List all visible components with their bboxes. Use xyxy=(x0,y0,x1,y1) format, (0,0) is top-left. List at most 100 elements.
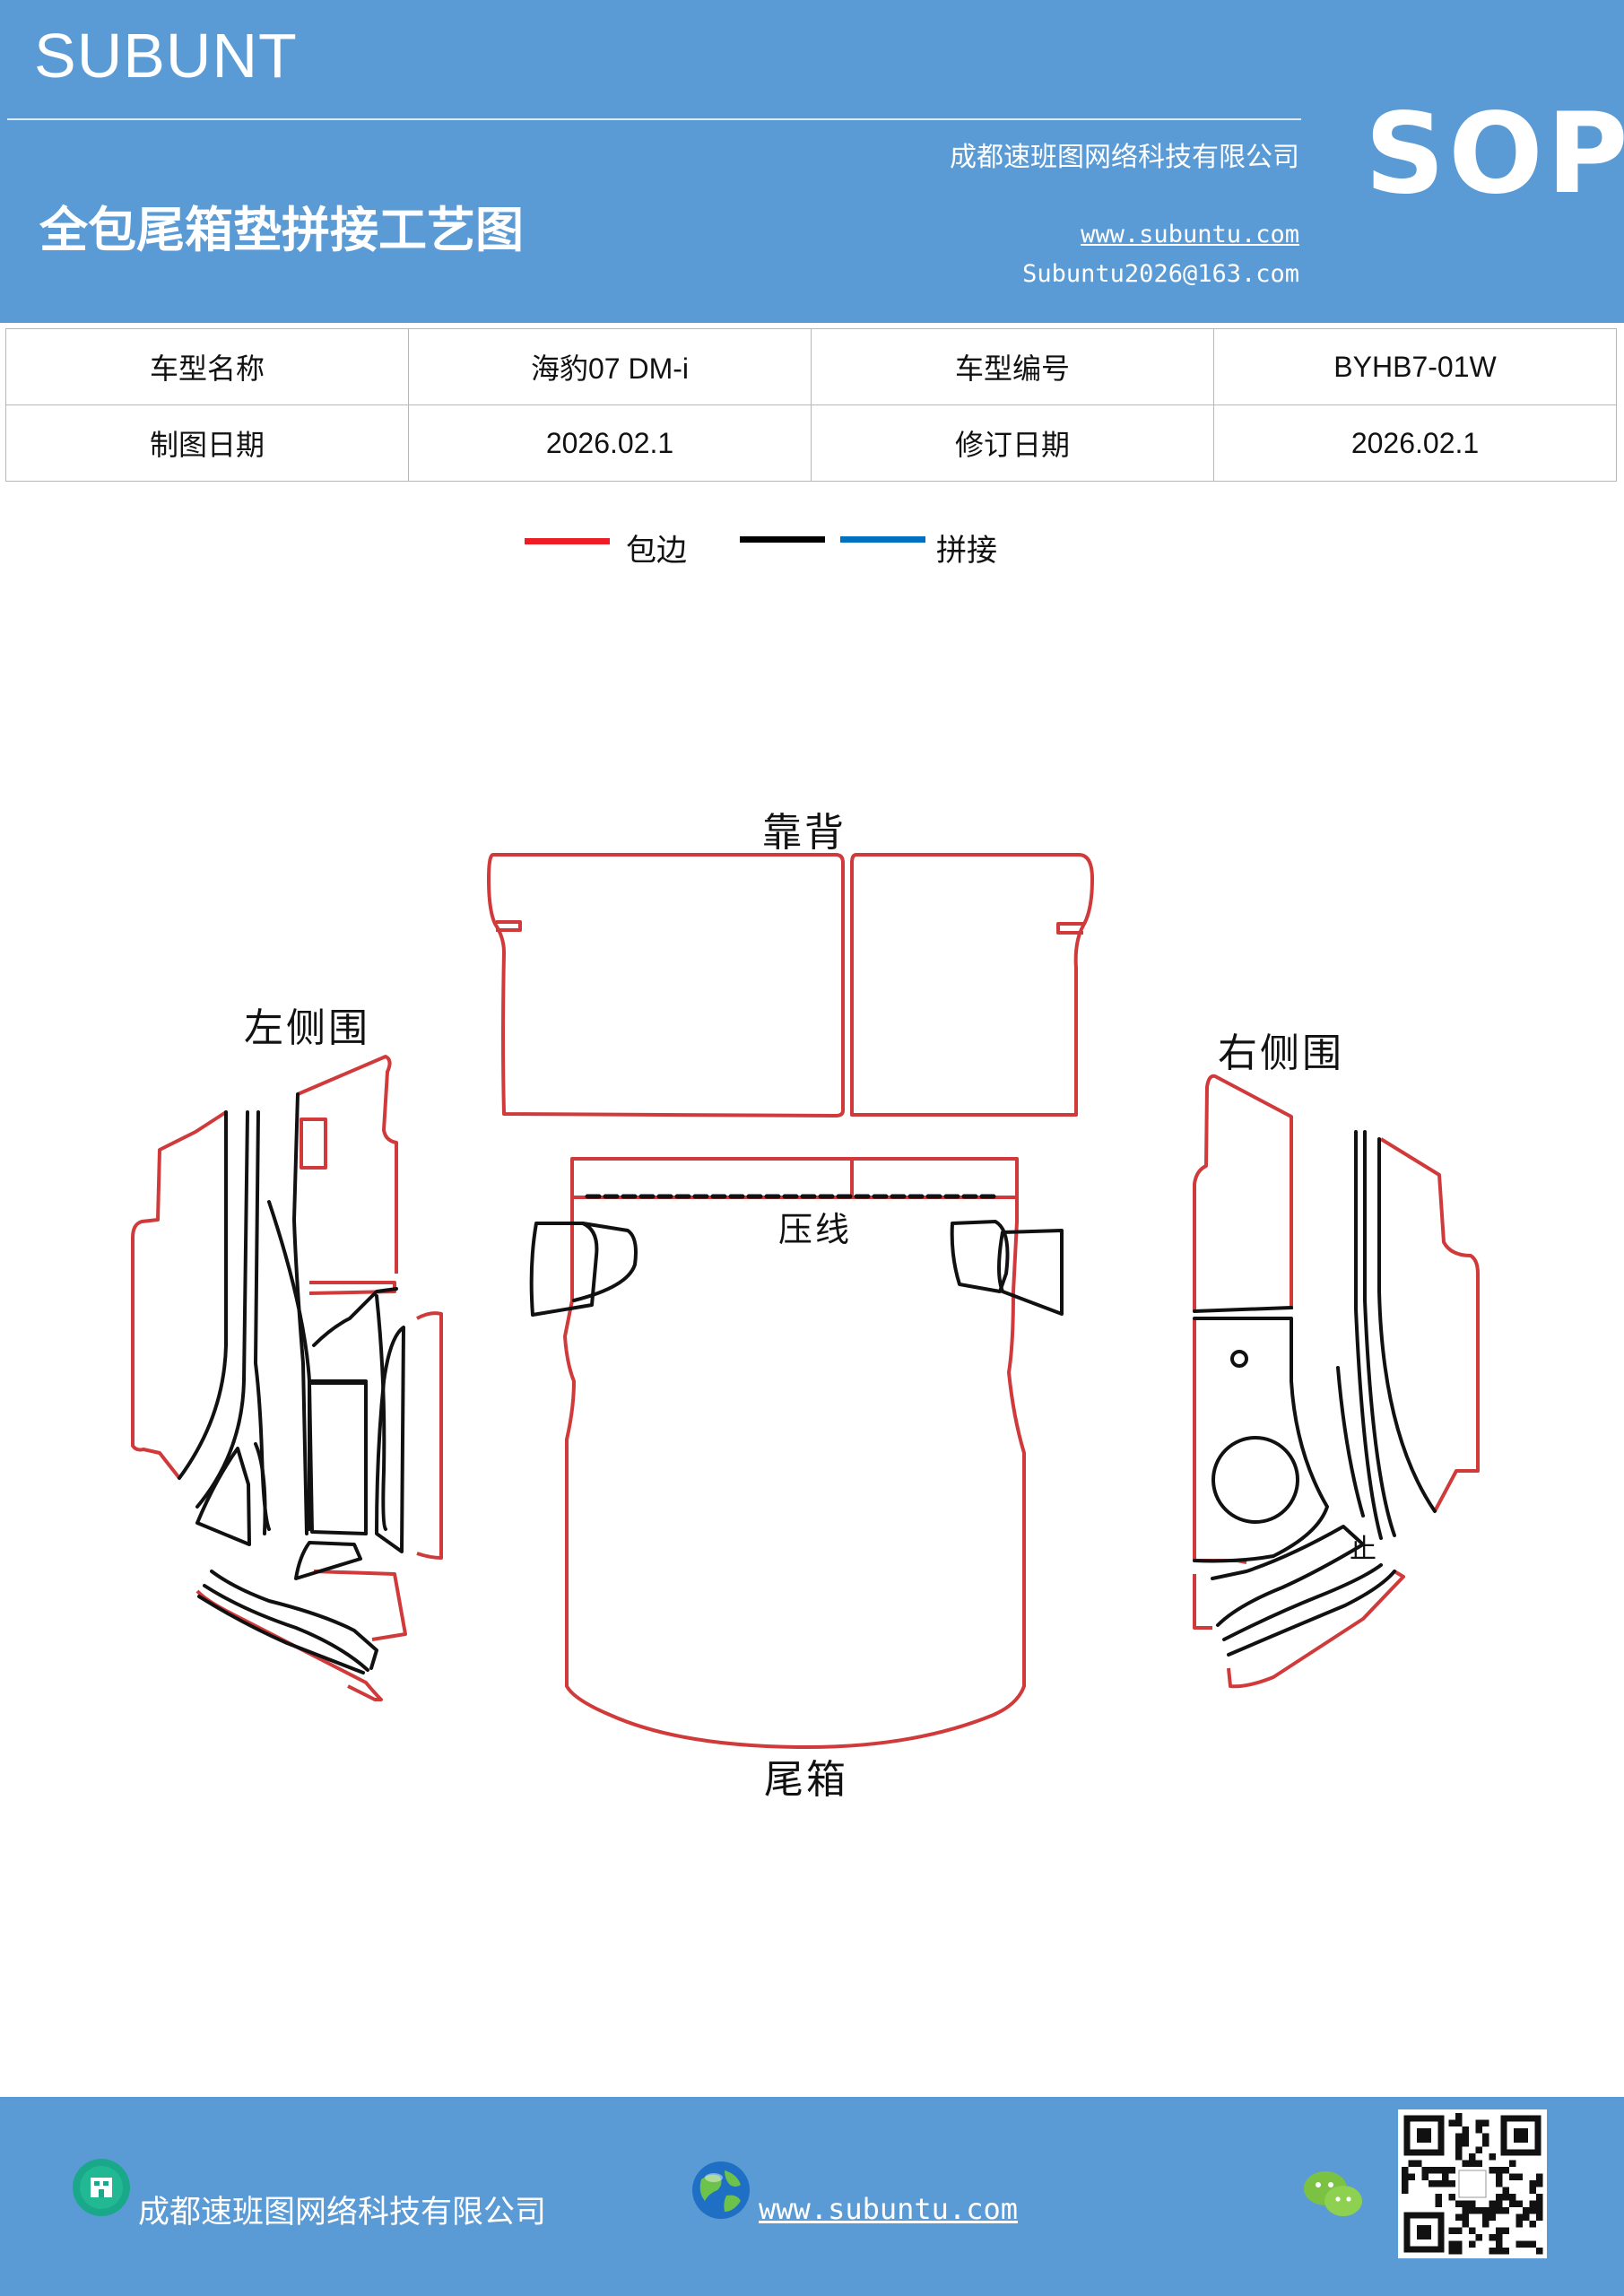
right-side-hole-small xyxy=(1230,1350,1248,1368)
left-side-divider-1 xyxy=(308,1379,368,1535)
left-side-inner-1 xyxy=(375,1294,387,1531)
qr-module xyxy=(1442,2167,1449,2174)
qr-module xyxy=(1469,2160,1476,2167)
right-side-mark: 止 xyxy=(1350,1534,1379,1565)
right-side-label: 右侧围 xyxy=(1218,1031,1344,1076)
trunk-right-flap-inner xyxy=(997,1229,1064,1316)
legend: 包边 拼接 xyxy=(0,511,1624,583)
qr-module xyxy=(1489,2200,1496,2207)
left-side-block xyxy=(308,1381,368,1535)
draw-date-value: 2026.02.1 xyxy=(408,404,812,482)
qr-module xyxy=(1496,2248,1503,2255)
left-side-divider-2 xyxy=(312,1287,398,1347)
qr-module xyxy=(1482,2221,1489,2228)
qr-module xyxy=(1515,2240,1523,2248)
globe-icon xyxy=(692,2161,750,2219)
qr-module xyxy=(1402,2173,1409,2180)
building-icon xyxy=(73,2159,130,2216)
qr-module xyxy=(1536,2194,1543,2201)
qr-module xyxy=(1421,2173,1429,2180)
model-code-label: 车型编号 xyxy=(811,328,1214,405)
qr-module xyxy=(1515,2173,1523,2180)
qr-module xyxy=(1469,2207,1476,2214)
backrest-label: 靠背 xyxy=(762,810,847,856)
qr-module xyxy=(1408,2160,1415,2167)
qr-module xyxy=(1489,2234,1496,2241)
qr-module xyxy=(1462,2126,1469,2134)
qr-code-icon[interactable] xyxy=(1398,2109,1547,2258)
qr-module xyxy=(1475,2234,1482,2241)
qr-module xyxy=(1502,2227,1509,2234)
trunk-left-flap xyxy=(529,1222,599,1317)
qr-module xyxy=(1448,2248,1455,2255)
qr-module xyxy=(1496,2200,1503,2207)
qr-module xyxy=(1415,2160,1422,2167)
qr-module xyxy=(1523,2240,1530,2248)
qr-module xyxy=(1462,2213,1469,2221)
qr-module xyxy=(1515,2200,1523,2207)
right-side-top-edge xyxy=(1193,1074,1293,1311)
page-title: 全包尾箱垫拼接工艺图 xyxy=(39,202,524,258)
qr-module xyxy=(1455,2213,1463,2221)
qr-module xyxy=(1502,2194,1509,2201)
table-row: 车型名称 海豹07 DM-i 车型编号 BYHB7-01W xyxy=(5,328,1617,405)
qr-module xyxy=(1455,2133,1463,2140)
qr-module xyxy=(1536,2207,1543,2214)
header-divider xyxy=(7,118,1301,120)
qr-module xyxy=(1475,2146,1482,2153)
brand-name: SUBUNT xyxy=(34,21,298,91)
model-code-value: BYHB7-01W xyxy=(1213,328,1617,405)
right-side-outer-edge xyxy=(1379,1137,1480,1512)
trunk-right-flap xyxy=(950,1220,1010,1293)
backrest-left-panel xyxy=(487,853,845,1118)
qr-module xyxy=(1455,2140,1463,2147)
qr-module xyxy=(1489,2167,1496,2174)
qr-module xyxy=(1462,2221,1469,2228)
qr-module xyxy=(1529,2221,1536,2228)
qr-module xyxy=(1502,2187,1509,2194)
draw-date-label: 制图日期 xyxy=(5,404,409,482)
left-side-notch xyxy=(254,1442,267,1535)
left-side-column-edge xyxy=(416,1311,443,1560)
left-side-lower-arc-2 xyxy=(203,1584,369,1672)
qr-module xyxy=(1435,2167,1442,2174)
left-side-window-edge xyxy=(300,1118,327,1170)
right-side-lower-arc-2 xyxy=(1222,1563,1383,1641)
qr-module xyxy=(1462,2200,1469,2207)
qr-module xyxy=(1509,2160,1516,2167)
right-side-bottom-strip-edge xyxy=(1227,1570,1405,1689)
wechat-icon[interactable] xyxy=(1302,2167,1365,2221)
qr-module xyxy=(1435,2180,1442,2187)
footer-website-link[interactable]: www.subuntu.com xyxy=(759,2192,1018,2226)
qr-module xyxy=(1402,2180,1409,2187)
qr-module xyxy=(1496,2240,1503,2248)
left-side-label: 左侧围 xyxy=(244,1005,370,1051)
qr-module xyxy=(1435,2200,1442,2207)
qr-module xyxy=(1448,2227,1455,2234)
qr-module xyxy=(1529,2200,1536,2207)
qr-module xyxy=(1469,2240,1476,2248)
qr-module xyxy=(1509,2194,1516,2201)
qr-module xyxy=(1455,2227,1463,2234)
qr-module xyxy=(1482,2213,1489,2221)
header-website-link[interactable]: www.subuntu.com xyxy=(1081,221,1299,248)
qr-module xyxy=(1455,2146,1463,2153)
qr-module xyxy=(1529,2187,1536,2194)
qr-module xyxy=(1523,2213,1530,2221)
qr-module xyxy=(1448,2167,1455,2174)
qr-module xyxy=(1421,2167,1429,2174)
left-side-outer-edge xyxy=(131,1110,228,1480)
trunk-left-flap-inner xyxy=(572,1222,638,1302)
legend-label-edge: 包边 xyxy=(626,533,687,569)
left-side-inner-2 xyxy=(375,1326,405,1553)
vehicle-info-table: 车型名称 海豹07 DM-i 车型编号 BYHB7-01W 制图日期 2026.… xyxy=(5,328,1617,482)
legend-swatch-edge xyxy=(525,538,610,544)
right-side-lower-arc-3 xyxy=(1227,1570,1396,1657)
qr-module xyxy=(1496,2173,1503,2180)
footer-banner: 成都速班图网络科技有限公司 www.subuntu.com xyxy=(0,2097,1624,2296)
qr-module xyxy=(1475,2160,1482,2167)
left-side-lower-arc-4 xyxy=(294,1541,362,1580)
qr-module xyxy=(1469,2227,1476,2234)
qr-module xyxy=(1429,2180,1436,2187)
qr-module xyxy=(1475,2126,1482,2134)
